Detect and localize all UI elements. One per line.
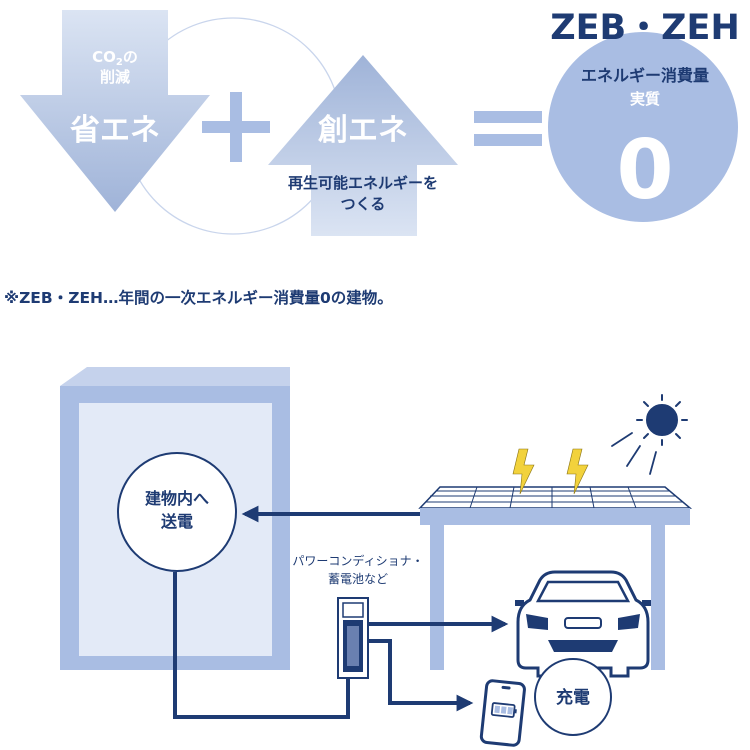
energy-creation-title: 創エネ — [318, 113, 408, 148]
power-conditioner-label-2: 蓄電池など — [328, 572, 388, 586]
power-conditioner-label-1: パワーコンディショナ・ — [292, 553, 423, 568]
zero-energy-circle — [548, 32, 738, 222]
carport-post-right — [651, 525, 665, 670]
zeb-zeh-footnote: ※ZEB・ZEH…年間の一次エネルギー消費量0の建物。 — [4, 289, 393, 307]
renewable-label-2: つくる — [341, 195, 386, 213]
lightning-icon-1 — [512, 448, 535, 495]
solar-panel — [418, 486, 693, 509]
building-roof — [60, 367, 290, 386]
plus-icon — [202, 92, 270, 162]
power-to-building-label-1: 建物内へ — [145, 489, 209, 508]
charge-label: 充電 — [556, 687, 590, 708]
power-to-building-label-2: 送電 — [160, 512, 193, 531]
carport-beam — [420, 508, 690, 525]
energy-saving-title: 省エネ — [70, 113, 160, 148]
car-icon — [515, 570, 651, 678]
net-label: 実質 — [630, 90, 660, 108]
co2-reduction-label: CO2の — [92, 48, 138, 68]
zero-value: 0 — [616, 123, 673, 218]
energy-consumption-label: エネルギー消費量 — [581, 66, 709, 85]
co2-reduction-label-2: 削減 — [100, 68, 130, 86]
power-flow-to-phone — [368, 639, 474, 712]
power-conditioner — [337, 597, 369, 679]
equals-icon — [474, 111, 542, 146]
power-to-building-circle — [117, 452, 237, 572]
energy-creation-arrow — [268, 55, 458, 236]
wire-conditioner-to-building — [173, 572, 350, 719]
renewable-label-1: 再生可能エネルギーを — [288, 174, 438, 192]
carport-post-left — [430, 525, 444, 670]
sun-rays — [611, 432, 657, 475]
energy-saving-arrow — [20, 10, 210, 212]
zeb-zeh-title: ZEB・ZEH — [550, 8, 740, 48]
sun-icon — [636, 394, 688, 446]
smartphone-icon — [479, 679, 526, 747]
charge-circle — [534, 658, 612, 736]
lightning-icon-2 — [566, 448, 589, 495]
